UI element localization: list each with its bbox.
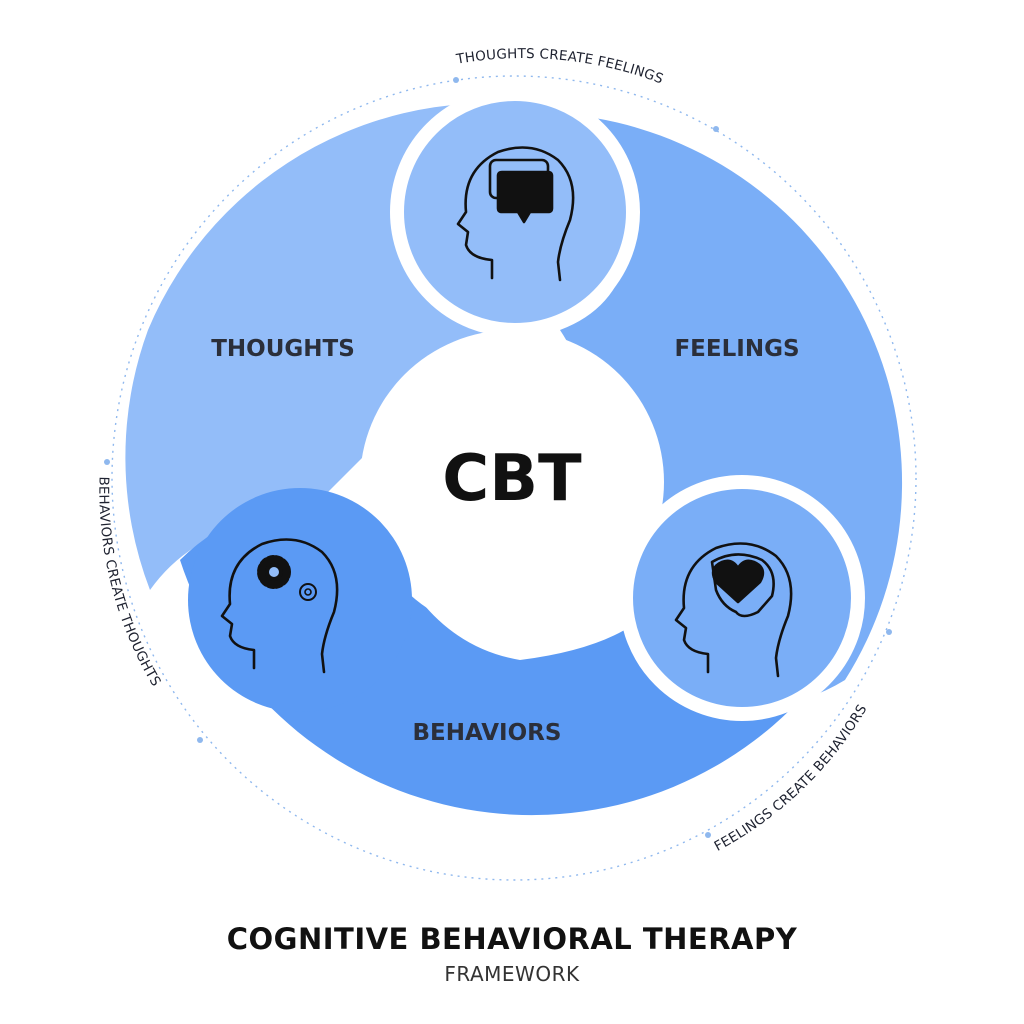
center-circle xyxy=(360,330,664,634)
footer-title: COGNITIVE BEHAVIORAL THERAPY xyxy=(226,922,798,956)
cycle-dot-top xyxy=(453,77,459,83)
segment-label-feelings: FEELINGS xyxy=(674,336,799,362)
cycle-dot-left xyxy=(104,459,110,465)
cycle-dot-left-bottom xyxy=(197,737,203,743)
footer-subtitle: FRAMEWORK xyxy=(444,962,580,986)
cycle-label-thoughts-to-feelings: THOUGHTS CREATE FEELINGS xyxy=(454,46,665,87)
segment-label-thoughts: THOUGHTS xyxy=(211,336,355,362)
head-speech-bubble-icon xyxy=(456,146,575,282)
cycle-dot-bottom xyxy=(705,832,711,838)
cycle-dot-right xyxy=(886,629,892,635)
cycle-dot-right-top xyxy=(713,126,719,132)
segment-label-behaviors: BEHAVIORS xyxy=(413,720,562,746)
outer-cycle-ring xyxy=(111,75,917,881)
behaviors-lobe xyxy=(188,488,412,712)
head-heart-icon xyxy=(674,542,793,678)
segment-ring xyxy=(125,87,903,816)
head-gears-icon xyxy=(220,538,339,674)
center-label: CBT xyxy=(442,442,582,516)
